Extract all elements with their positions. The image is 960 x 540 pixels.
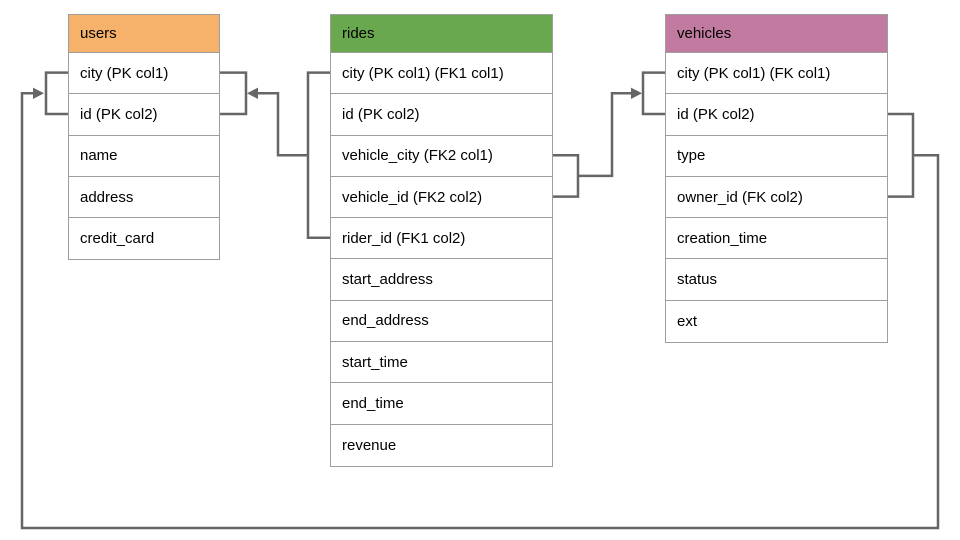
table-row: owner_id (FK col2) [666,176,887,219]
rides-left-bracket [306,71,330,240]
arrowhead-to-users-right [247,87,258,99]
table-row: city (PK col1) [69,53,219,95]
table-row: vehicle_id (FK2 col2) [331,176,552,219]
table-row: type [666,135,887,177]
relationship-rides-users [220,71,330,240]
table-rides-header: rides [331,15,552,53]
table-row: vehicle_city (FK2 col1) [331,135,552,177]
relationship-vehicles-users [20,71,940,530]
arrowhead-to-vehicles [631,87,642,99]
table-row: start_address [331,259,552,301]
table-users-header: users [69,15,219,53]
table-row: id (PK col2) [331,94,552,136]
users-left-bracket [44,71,68,116]
vehicles-right-bracket [888,112,915,198]
table-rides-rows: city (PK col1) (FK1 col1)id (PK col2)veh… [331,53,552,466]
table-row: id (PK col2) [666,94,887,136]
table-vehicles-header: vehicles [666,15,887,53]
relationship-rides-vehicles [553,71,665,198]
table-row: end_address [331,300,552,343]
table-row: name [69,135,219,177]
table-row: status [666,259,887,301]
table-row: city (PK col1) (FK col1) [666,53,887,95]
table-row: ext [666,300,887,343]
table-row: city (PK col1) (FK1 col1) [331,53,552,95]
table-row: id (PK col2) [69,94,219,136]
table-row: revenue [331,424,552,466]
vehicles-left-bracket [641,71,665,116]
rides-right-bracket [553,153,580,198]
table-row: creation_time [666,218,887,260]
table-row: end_time [331,383,552,425]
rides-users-connector [256,92,308,157]
table-row: address [69,176,219,219]
vehicles-users-connector [20,92,940,530]
table-row: credit_card [69,218,219,260]
table-row: rider_id (FK1 col2) [331,218,552,260]
arrowhead-to-users-left [33,87,44,99]
table-row: start_time [331,342,552,384]
table-vehicles: vehicles city (PK col1) (FK col1)id (PK … [665,14,888,344]
table-vehicles-rows: city (PK col1) (FK col1)id (PK col2)type… [666,53,887,343]
rides-vehicles-connector [578,92,633,178]
table-rides: rides city (PK col1) (FK1 col1)id (PK co… [330,14,553,467]
users-right-bracket [220,71,248,116]
